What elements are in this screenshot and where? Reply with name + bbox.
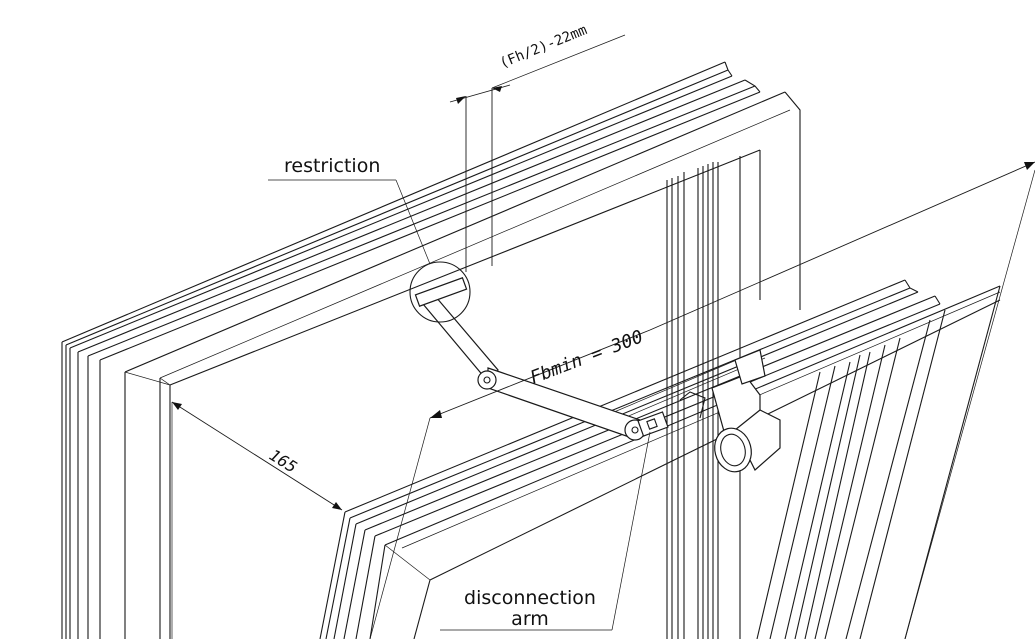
fbmin-label: Fbmin = 300	[527, 326, 646, 388]
dim-165: 165	[171, 401, 343, 639]
restriction-label: restriction	[284, 155, 380, 177]
outer-frame	[61, 61, 801, 639]
opening-sash	[319, 279, 1001, 639]
fh-formula-label: (Fh/2)-22mm	[498, 22, 590, 72]
restrictor-arm	[414, 277, 669, 441]
motor-cylinder	[679, 349, 781, 473]
dim-165-label: 165	[266, 445, 301, 476]
fh-dimension: (Fh/2)-22mm	[449, 22, 626, 272]
disconnection-label-line1: disconnection	[464, 587, 596, 609]
disconnection-callout: disconnection arm	[440, 431, 651, 631]
restriction-callout: restriction	[268, 155, 471, 323]
restriction-circle	[409, 261, 471, 323]
disconnection-label-line2: arm	[511, 608, 549, 630]
